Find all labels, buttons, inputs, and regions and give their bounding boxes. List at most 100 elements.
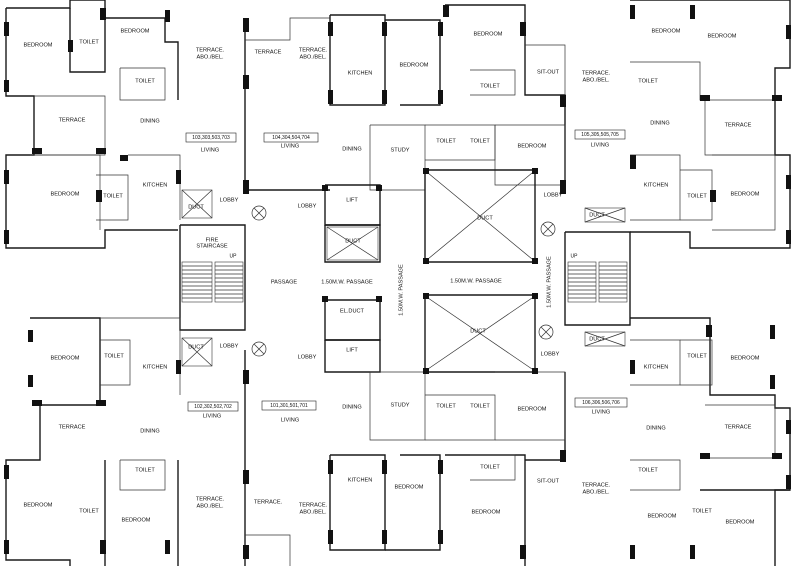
room-label: BEDROOM (51, 355, 80, 361)
room-label: DUCT (589, 336, 605, 342)
staircase-left (181, 261, 244, 303)
room-label: SIT-OUT (537, 69, 560, 75)
room-label: UP (230, 253, 238, 259)
room-label: DINING (646, 425, 666, 431)
room-label: 1.50M.W. PASSAGE (450, 278, 502, 284)
room-label: TOILET (135, 78, 155, 84)
room-label: BEDROOM (24, 502, 53, 508)
room-label: TOILET (692, 508, 712, 514)
room-label: TERRACE. (196, 496, 225, 502)
room-label: LIVING (591, 142, 609, 148)
unit-number-top-center: 104,304,504,704 (272, 135, 310, 141)
room-label: ABO./BEL. (196, 503, 223, 509)
room-label: LIVING (201, 147, 219, 153)
room-label: TOILET (79, 39, 99, 45)
room-label: BEDROOM (122, 517, 151, 523)
room-label: BEDROOM (648, 513, 677, 519)
room-label: KITCHEN (143, 364, 168, 370)
room-label: TOILET (470, 403, 490, 409)
room-label: PASSAGE (271, 279, 298, 285)
room-label: KITCHEN (348, 477, 373, 483)
stair-up-label: UP (571, 253, 579, 259)
room-label: KITCHEN (348, 70, 373, 76)
room-label: BEDROOM (652, 28, 681, 34)
staircase-right (567, 261, 628, 303)
room-label: TOILET (480, 464, 500, 470)
room-label: TOILET (470, 138, 490, 144)
room-label: STUDY (391, 147, 410, 153)
room-label: TOILET (436, 138, 456, 144)
fire-hose-symbols (251, 205, 556, 357)
unit-number-top-left: 103,303,503,703 (192, 135, 230, 141)
room-label: DUCT (470, 328, 486, 334)
room-label: TOILET (103, 193, 123, 199)
room-label: BEDROOM (400, 62, 429, 68)
room-label: BEDROOM (731, 355, 760, 361)
room-label: ABO./BEL. (582, 489, 609, 495)
room-label: LOBBY (544, 192, 563, 198)
room-label: STAIRCASE (196, 243, 228, 249)
unit-number-bottom-right: 106,306,506,706 (582, 400, 620, 406)
duct-shafts (181, 172, 626, 370)
room-label: BEDROOM (708, 33, 737, 39)
room-label: FIRE (206, 237, 219, 243)
room-label: DUCT (477, 215, 493, 221)
room-label: TERRACE (59, 424, 86, 430)
room-label: KITCHEN (644, 182, 669, 188)
unit-number-boxes: 103,303,503,703 104,304,504,704 105,305,… (185, 129, 628, 412)
room-label: BEDROOM (474, 31, 503, 37)
room-label: BEDROOM (51, 191, 80, 197)
room-label: LOBBY (298, 203, 317, 209)
room-labels: BEDROOM TOILET BEDROOM TERRACE. ABO./BEL… (24, 28, 760, 525)
room-label: BEDROOM (121, 28, 150, 34)
room-label: 1.50M.W. PASSAGE (321, 279, 373, 285)
room-label: TOILET (638, 467, 658, 473)
room-label: DINING (342, 404, 362, 410)
room-label: BEDROOM (24, 42, 53, 48)
room-label: TERRACE (255, 49, 282, 55)
room-label: TERRACE. (299, 47, 328, 53)
room-label: SIT-OUT (537, 478, 560, 484)
room-label: ABO./BEL. (299, 509, 326, 515)
room-label: LIVING (592, 409, 610, 415)
room-label: TERRACE. (196, 47, 225, 53)
room-label: LOBBY (541, 351, 560, 357)
room-label: LIFT (346, 347, 358, 353)
room-label: KITCHEN (143, 182, 168, 188)
room-label: DUCT (589, 212, 605, 218)
room-label: TOILET (135, 467, 155, 473)
room-label: TOILET (79, 508, 99, 514)
unit-number-top-right: 105,305,505,705 (581, 132, 619, 138)
room-label: KITCHEN (644, 364, 669, 370)
room-label: DINING (140, 118, 160, 124)
room-label: LOBBY (220, 343, 239, 349)
room-label: BEDROOM (518, 143, 547, 149)
room-label: BEDROOM (472, 509, 501, 515)
room-label: TOILET (436, 403, 456, 409)
room-label: DINING (650, 120, 670, 126)
room-label: TOILET (687, 353, 707, 359)
room-label: TOILET (638, 78, 658, 84)
room-label: ABO./BEL. (582, 77, 609, 83)
room-label: TERRACE (59, 117, 86, 123)
room-label: TERRACE. (582, 70, 611, 76)
room-label: TERRACE. (582, 482, 611, 488)
room-label: BEDROOM (726, 519, 755, 525)
room-label: 1.50M.W. PASSAGE (398, 264, 404, 316)
room-label: TOILET (104, 353, 124, 359)
columns (4, 5, 791, 559)
room-label: LIVING (203, 413, 221, 419)
room-label: TERRACE. (299, 502, 328, 508)
unit-number-bottom-left: 102,302,502,702 (194, 404, 232, 410)
unit-number-bottom-center: 101,301,501,701 (270, 403, 308, 409)
room-label: ABO./BEL. (196, 54, 223, 60)
room-label: 1.50M.W. PASSAGE (546, 256, 552, 308)
room-label: LIVING (281, 143, 299, 149)
room-label: TERRACE (725, 424, 752, 430)
room-label: LOBBY (220, 197, 239, 203)
room-label: BEDROOM (395, 484, 424, 490)
room-label: DUCT (188, 344, 204, 350)
room-label: TOILET (480, 83, 500, 89)
